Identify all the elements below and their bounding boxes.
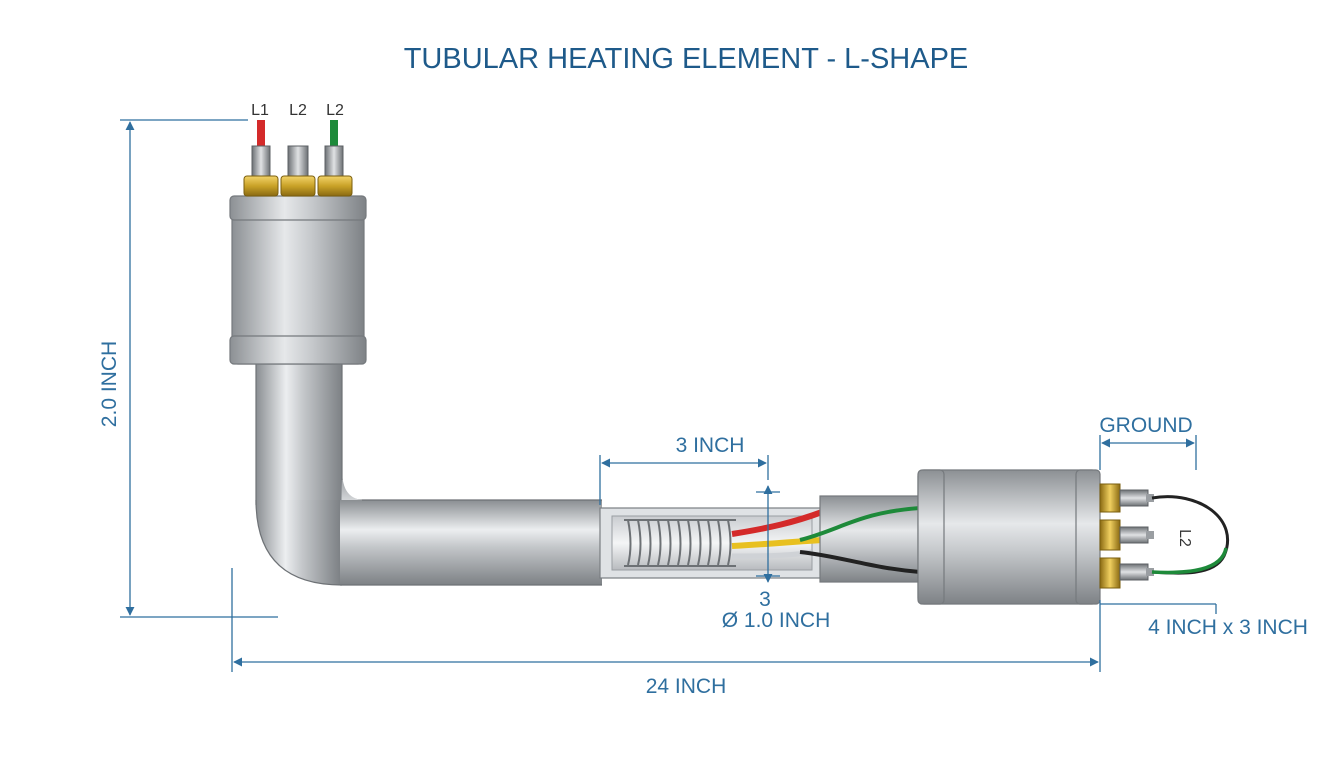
terminal-top-l1 xyxy=(243,120,279,197)
length-dimension-label: 24 INCH xyxy=(646,675,727,698)
height-dimension-label: 2.0 INCH xyxy=(98,341,121,427)
red-wire-inner xyxy=(731,509,824,537)
ground-dimension-label: GROUND xyxy=(1099,414,1192,437)
heating-coil xyxy=(624,519,736,567)
right-housing xyxy=(917,469,1101,605)
terminal-label-l2-middle: L2 xyxy=(289,102,307,119)
right-terminal-label: L2 xyxy=(1176,529,1193,547)
top-housing xyxy=(229,195,367,365)
tube-body xyxy=(255,360,602,586)
diagram-title: TUBULAR HEATING ELEMENT - L-SHAPE xyxy=(404,43,969,75)
terminal-top-l2-middle xyxy=(280,145,316,197)
black-wire xyxy=(799,550,921,574)
terminal-right-1 xyxy=(1099,483,1154,513)
dimension-lines xyxy=(120,119,1217,672)
terminal-label-l1: L1 xyxy=(251,102,269,119)
terminal-right-3 xyxy=(1099,557,1154,589)
terminal-label-l2-right: L2 xyxy=(326,102,344,119)
right-loop-wire-green xyxy=(1151,547,1228,575)
terminal-right-2 xyxy=(1099,519,1154,551)
yellow-wire-inner xyxy=(731,537,823,549)
cutaway-section xyxy=(599,507,824,579)
housing-size-label: 4 INCH x 3 INCH xyxy=(1148,616,1308,639)
cutaway-dimension-label: 3 INCH xyxy=(676,434,745,457)
terminal-top-l2-right xyxy=(317,120,353,197)
top-terminals xyxy=(243,120,353,197)
right-terminals xyxy=(1099,483,1230,589)
diameter-dimension-label: Ø 1.0 INCH xyxy=(722,609,831,632)
green-wire xyxy=(799,506,921,542)
section-mark-label: 3 xyxy=(759,588,771,611)
